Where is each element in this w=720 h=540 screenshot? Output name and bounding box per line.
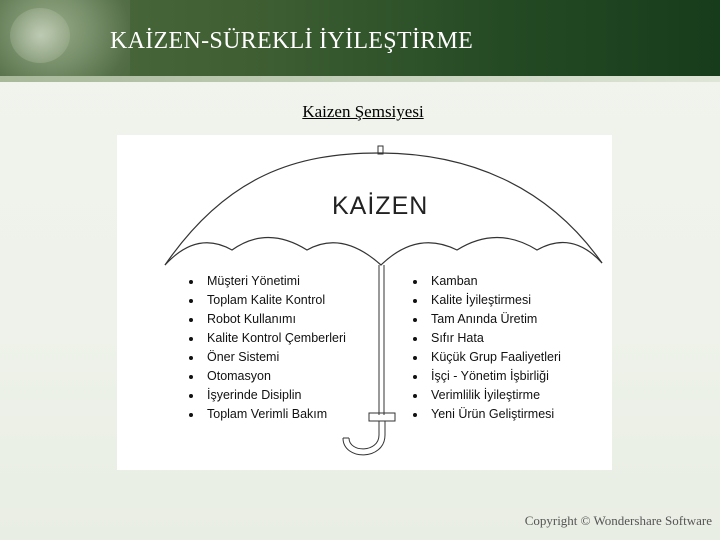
list-item: Kamban: [413, 272, 561, 291]
slide-subtitle: Kaizen Şemsiyesi: [302, 102, 424, 121]
list-item: Tam Anında Üretim: [413, 310, 561, 329]
header-highlight: [10, 8, 70, 63]
list-item: İşçi - Yönetim İşbirliği: [413, 367, 561, 386]
right-practices-list: Kamban Kalite İyileştirmesi Tam Anında Ü…: [413, 272, 561, 424]
umbrella-diagram: KAİZEN Müşteri Yönetimi Toplam Kalite Ko…: [117, 135, 612, 470]
list-item: Toplam Kalite Kontrol: [189, 291, 346, 310]
list-item: Kalite İyileştirmesi: [413, 291, 561, 310]
list-item: Verimlilik İyileştirme: [413, 386, 561, 405]
copyright-notice: Copyright © Wondershare Software: [524, 513, 712, 528]
header-divider: [0, 76, 720, 82]
left-practices-list: Müşteri Yönetimi Toplam Kalite Kontrol R…: [189, 272, 346, 424]
list-item: İşyerinde Disiplin: [189, 386, 346, 405]
umbrella-label: KAİZEN: [332, 192, 429, 220]
list-item: Toplam Verimli Bakım: [189, 405, 346, 424]
list-item: Öner Sistemi: [189, 348, 346, 367]
list-item: Yeni Ürün Geliştirmesi: [413, 405, 561, 424]
list-item: Küçük Grup Faaliyetleri: [413, 348, 561, 367]
list-item: Robot Kullanımı: [189, 310, 346, 329]
slide-title: KAİZEN-SÜREKLİ İYİLEŞTİRME: [110, 28, 474, 54]
list-item: Sıfır Hata: [413, 329, 561, 348]
list-item: Kalite Kontrol Çemberleri: [189, 329, 346, 348]
slide-header: [0, 0, 720, 82]
list-item: Müşteri Yönetimi: [189, 272, 346, 291]
list-item: Otomasyon: [189, 367, 346, 386]
umbrella-drawing: [164, 145, 603, 456]
